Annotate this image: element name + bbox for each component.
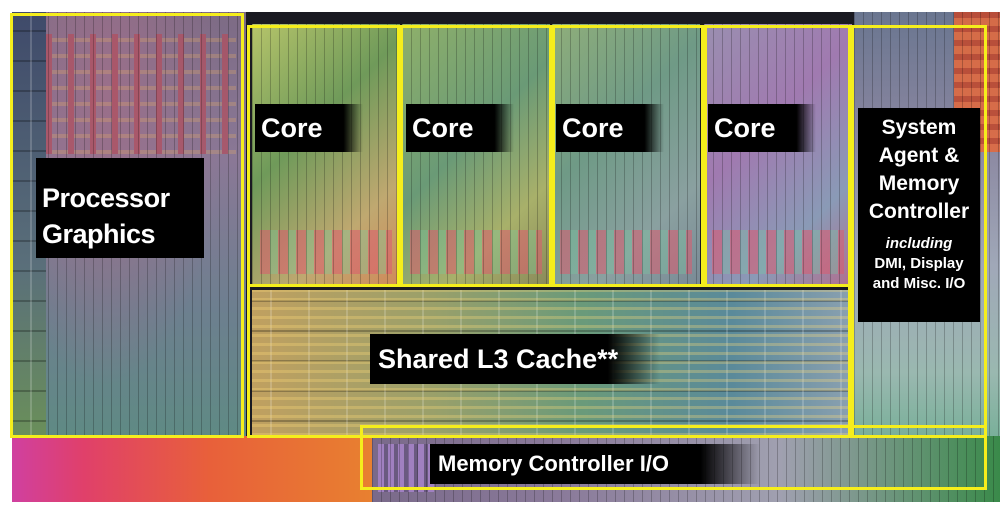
system-agent-sublabel-3: and Misc. I/O bbox=[872, 275, 966, 292]
system-agent-label-line3: Memory bbox=[878, 172, 960, 195]
core-1-outline bbox=[247, 25, 400, 287]
processor-graphics-outline bbox=[10, 13, 244, 438]
core-die-region bbox=[552, 24, 700, 284]
core-1-label: Core bbox=[255, 104, 363, 152]
processor-die-photo bbox=[12, 12, 1000, 502]
core-2-outline bbox=[400, 25, 552, 287]
processor-graphics-label: Processor Graphics bbox=[36, 158, 204, 258]
processor-graphics-label-line1: Processor bbox=[42, 183, 170, 213]
system-agent-sublabel-2: DMI, Display bbox=[874, 255, 964, 272]
core-4-label: Core bbox=[708, 104, 816, 152]
l3-cache-outline bbox=[247, 284, 851, 438]
l3-cache-label: Shared L3 Cache** bbox=[370, 334, 660, 384]
memory-controller-io-outline bbox=[360, 425, 987, 490]
core-die-region bbox=[704, 24, 852, 284]
core-die-region bbox=[402, 24, 550, 284]
core-3-label: Core bbox=[556, 104, 664, 152]
core-4-outline bbox=[704, 25, 851, 287]
core-die-region bbox=[252, 24, 400, 284]
core-3-outline bbox=[552, 25, 704, 287]
core-2-label: Core bbox=[406, 104, 514, 152]
system-agent-sublabel-1: including bbox=[885, 235, 953, 252]
processor-graphics-label-line2: Graphics bbox=[42, 219, 156, 249]
system-agent-label-line2: Agent & bbox=[878, 144, 960, 167]
system-agent-outline bbox=[851, 25, 987, 438]
system-agent-label-line4: Controller bbox=[868, 200, 970, 223]
die-bottom-band bbox=[12, 436, 372, 502]
memory-controller-io-label: Memory Controller I/O bbox=[430, 444, 760, 484]
system-agent-label-line1: System bbox=[881, 116, 957, 139]
system-agent-label: System Agent & Memory Controller includi… bbox=[858, 108, 980, 322]
